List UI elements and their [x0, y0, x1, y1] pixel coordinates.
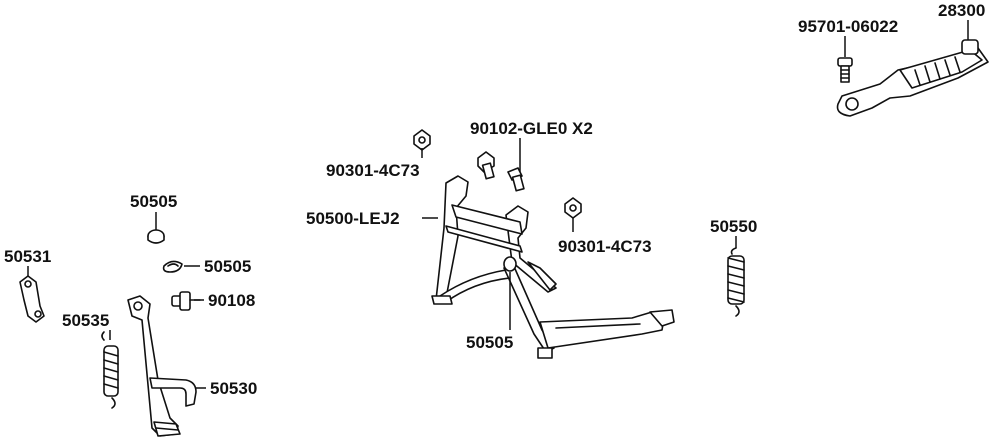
callout-90301-4c73-top: 90301-4C73	[326, 161, 420, 180]
callout-50550: 50550	[710, 217, 757, 236]
pivot-bolt	[171, 291, 201, 311]
main-stand	[431, 175, 675, 359]
callout-50505-clip: 50505	[204, 257, 251, 276]
side-stand	[127, 295, 197, 437]
main-stand-nut-right	[564, 197, 582, 219]
callout-50500-lej2: 50500-LEJ2	[306, 209, 400, 228]
main-stand-bolts	[477, 151, 525, 192]
kick-lever-bolt	[837, 57, 853, 83]
clip-ring	[162, 260, 183, 273]
callout-50530: 50530	[210, 379, 257, 398]
callout-90301-4c73-right: 90301-4C73	[558, 237, 652, 256]
side-stand-spring	[101, 331, 119, 409]
main-stand-spring	[727, 247, 745, 317]
rubber-cap	[147, 229, 165, 244]
callout-50505-cap: 50505	[130, 192, 177, 211]
callout-95701-06022: 95701-06022	[798, 17, 898, 36]
callout-90102-gle0-x2: 90102-GLE0 X2	[470, 119, 593, 138]
callout-50535: 50535	[62, 311, 109, 330]
kick-starter-lever	[836, 39, 989, 117]
main-stand-nut-top	[413, 129, 431, 151]
callout-50505-stand: 50505	[466, 333, 513, 352]
callout-90108: 90108	[208, 291, 255, 310]
callout-50531: 50531	[4, 247, 51, 266]
bracket-plate	[19, 275, 45, 323]
callout-28300: 28300	[938, 1, 985, 20]
